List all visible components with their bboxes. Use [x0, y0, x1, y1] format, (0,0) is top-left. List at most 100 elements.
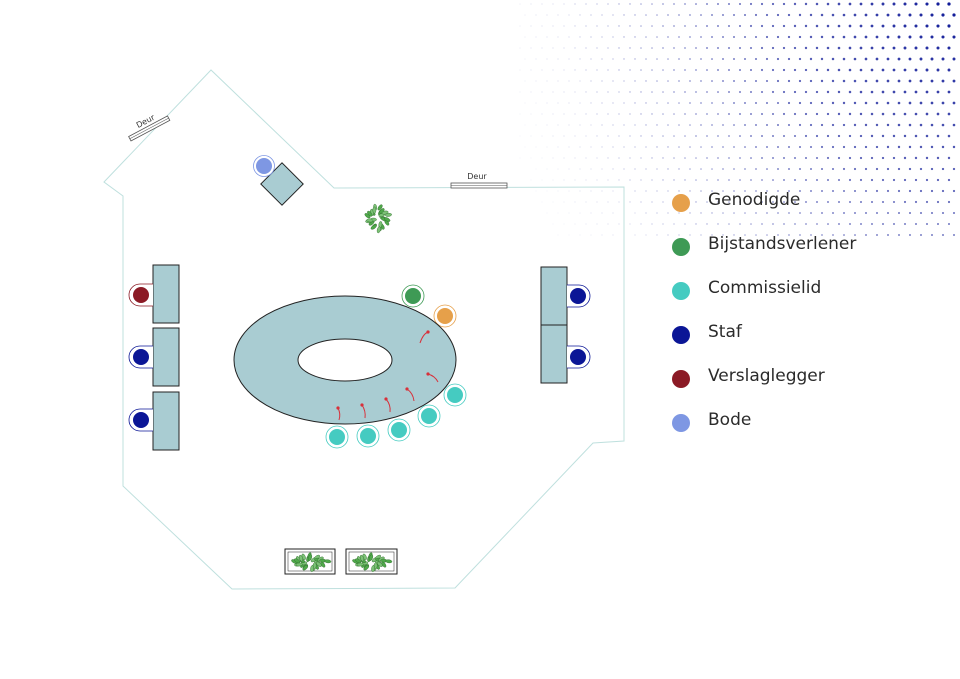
decorative-dot — [826, 134, 830, 138]
seat-genodigde[interactable] — [437, 308, 453, 324]
decorative-dot — [541, 91, 543, 93]
decorative-dot — [728, 157, 730, 159]
decorative-dot — [596, 135, 598, 137]
seat-bode[interactable] — [256, 158, 272, 174]
decorative-dot — [941, 101, 945, 105]
decorative-dot — [864, 79, 868, 83]
decorative-dot — [870, 178, 874, 182]
decorative-dot — [579, 146, 581, 148]
decorative-dot — [596, 201, 598, 203]
conference-table[interactable] — [233, 295, 457, 425]
decorative-dot — [782, 90, 786, 94]
decorative-dot — [947, 46, 951, 50]
seat-commissielid-4[interactable] — [421, 408, 437, 424]
decorative-dot — [898, 234, 900, 236]
decorative-dot — [952, 145, 956, 149]
seat-commissielid-2[interactable] — [360, 428, 376, 444]
seat-staf-left-2[interactable] — [133, 412, 149, 428]
decorative-dot — [772, 201, 774, 203]
decorative-dot — [717, 25, 719, 27]
decorative-dot — [579, 234, 581, 236]
decorative-dot — [607, 201, 609, 203]
decorative-dot — [881, 68, 885, 72]
decorative-dot — [809, 35, 813, 39]
decorative-dot — [574, 47, 576, 49]
decorative-dot — [849, 223, 851, 225]
decorative-dot — [788, 168, 790, 170]
seat-staf-right-1[interactable] — [570, 288, 586, 304]
decorative-dot — [793, 134, 797, 138]
decorative-dot — [809, 57, 813, 61]
decorative-dot — [700, 234, 702, 236]
decorative-dot — [941, 13, 945, 17]
seat-bijstandsverlener[interactable] — [405, 288, 421, 304]
decorative-dot — [590, 36, 592, 38]
microphone-icon — [426, 372, 430, 376]
decorative-dot — [815, 24, 819, 28]
decorative-dot — [645, 36, 647, 38]
decorative-dot — [777, 146, 779, 148]
decorative-dot — [892, 200, 896, 204]
decorative-dot — [805, 179, 807, 181]
decorative-dot — [645, 168, 647, 170]
decorative-dot — [612, 58, 614, 60]
decorative-dot — [706, 157, 708, 159]
decorative-dot — [662, 69, 664, 71]
desk-right-1[interactable] — [540, 266, 568, 326]
decorative-dot — [897, 79, 901, 83]
decorative-dot — [947, 156, 951, 160]
decorative-dot — [793, 156, 797, 160]
door-top-left[interactable]: Deur — [124, 107, 171, 142]
decorative-dot — [743, 13, 747, 17]
decorative-dot — [919, 145, 923, 149]
decorative-dot — [618, 201, 620, 203]
door-top-right[interactable]: Deur — [450, 172, 508, 189]
decorative-dot — [919, 57, 923, 61]
desk-left-3[interactable] — [152, 391, 180, 451]
decorative-dot — [765, 101, 769, 105]
planter-left-inner — [287, 551, 333, 572]
decorative-dot — [557, 124, 559, 126]
decorative-dot — [590, 212, 592, 214]
desk-right-2[interactable] — [540, 324, 568, 384]
decorative-dot — [765, 79, 769, 83]
decorative-dot — [798, 57, 802, 61]
decorative-dot — [771, 90, 775, 94]
seat-staf-left-1[interactable] — [133, 349, 149, 365]
seat-staf-right-2[interactable] — [570, 349, 586, 365]
decorative-dot — [820, 35, 824, 39]
decorative-dot — [629, 157, 631, 159]
decorative-dot — [859, 200, 863, 204]
seat-commissielid-3[interactable] — [391, 422, 407, 438]
decorative-dot — [727, 2, 731, 6]
decorative-dot — [706, 25, 708, 27]
decorative-dot — [706, 3, 708, 5]
decorative-dot — [579, 102, 581, 104]
decorative-dot — [706, 201, 708, 203]
plant-leaf — [366, 218, 374, 223]
decorative-dot — [842, 167, 846, 171]
decorative-dot — [733, 102, 735, 104]
decorative-dot — [557, 146, 559, 148]
decorative-dot — [798, 101, 802, 105]
seat-verslaglegger[interactable] — [133, 287, 149, 303]
seat-commissielid-1[interactable] — [329, 429, 345, 445]
decorative-dot — [815, 46, 819, 50]
decorative-dot — [766, 168, 768, 170]
decorative-dot — [794, 201, 796, 203]
decorative-dot — [601, 124, 603, 126]
desk-left-2[interactable] — [152, 327, 180, 387]
desk-left-1[interactable] — [152, 264, 180, 324]
decorative-dot — [585, 91, 587, 93]
decorative-dot — [596, 179, 598, 181]
decorative-dot — [941, 167, 945, 171]
decorative-dot — [673, 25, 675, 27]
decorative-dot — [574, 179, 576, 181]
decorative-dot — [875, 79, 879, 83]
decorative-dot — [645, 14, 647, 16]
legend: Genodigde Bijstandsverlener Commissielid… — [672, 188, 932, 452]
decorative-dot — [722, 212, 724, 214]
seat-commissielid-5[interactable] — [447, 387, 463, 403]
legend-label: Bijstandsverlener — [708, 234, 857, 254]
decorative-dot — [925, 90, 929, 94]
